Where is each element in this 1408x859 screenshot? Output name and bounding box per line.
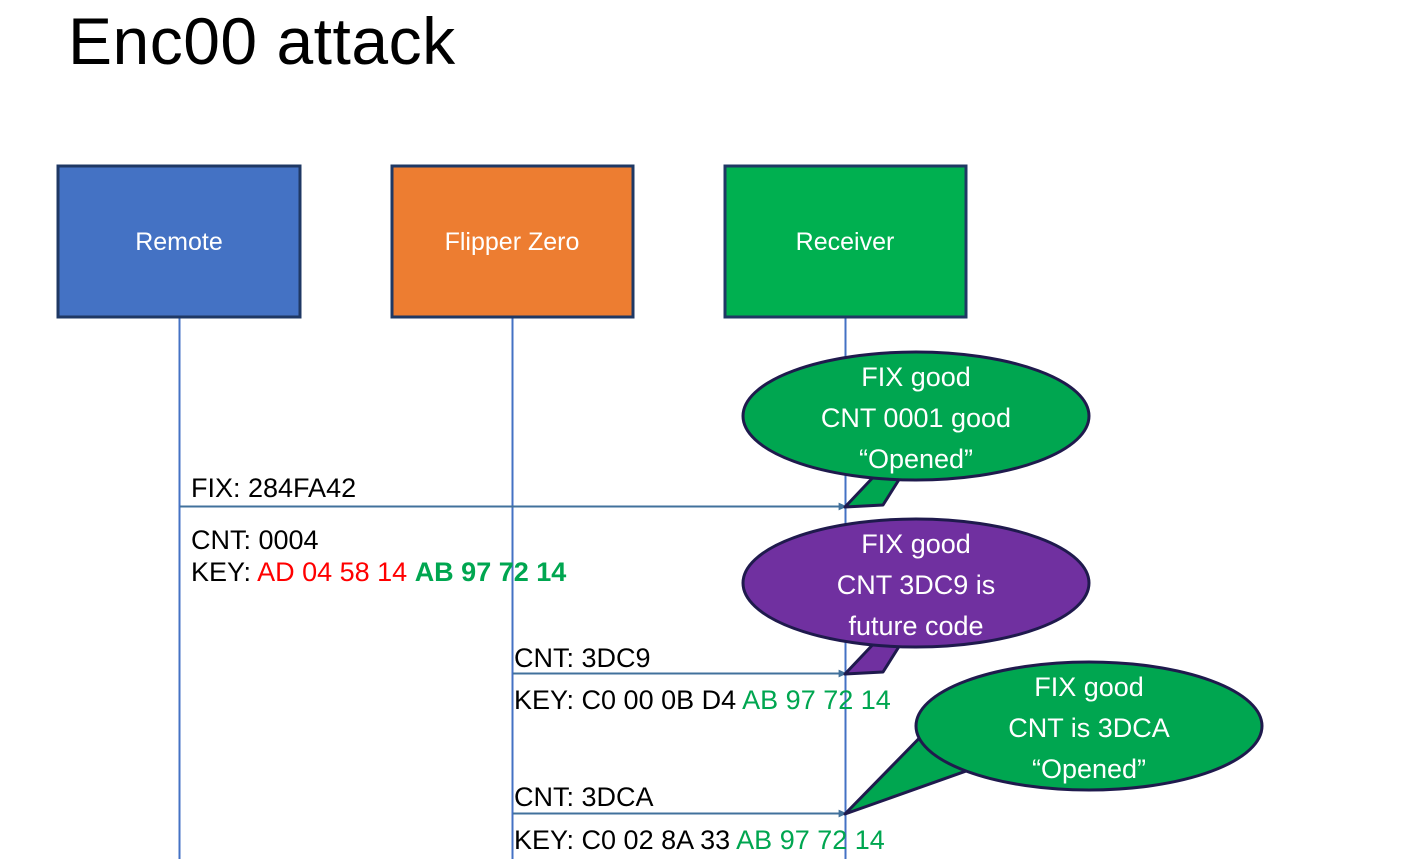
bubble-line-3: “Opened” xyxy=(859,444,973,474)
key-prefix: KEY: xyxy=(191,557,257,587)
key-red-bytes: AD 04 58 14 xyxy=(257,557,407,587)
actor-flipper-zero-label: Flipper Zero xyxy=(445,228,580,256)
page-title: Enc00 attack xyxy=(68,4,456,78)
bubble-line-2: CNT 0001 good xyxy=(821,403,1011,433)
bubble-line-2: CNT 3DC9 is xyxy=(837,570,996,600)
bubble-line-1: FIX good xyxy=(861,529,971,559)
callout-bubble-receiver-3: FIX good CNT is 3DCA “Opened” xyxy=(843,660,1264,816)
message-1-key-label: KEY: AD 04 58 14 AB 97 72 14 xyxy=(191,557,566,587)
callout-bubble-receiver-1: FIX good CNT 0001 good “Opened” xyxy=(741,350,1091,509)
message-3-key-label: KEY: C0 02 8A 33 AB 97 72 14 xyxy=(514,825,885,855)
callout-bubble-receiver-2: FIX good CNT 3DC9 is future code xyxy=(741,517,1091,676)
actor-remote[interactable]: Remote xyxy=(56,164,302,319)
message-1-cnt-label: CNT: 0004 xyxy=(191,525,319,555)
actor-receiver[interactable]: Receiver xyxy=(723,164,968,319)
actor-remote-label: Remote xyxy=(135,228,223,256)
key-green-bytes: AB 97 72 14 xyxy=(415,557,567,587)
bubble-line-3: future code xyxy=(848,611,983,641)
bubble-line-1: FIX good xyxy=(861,362,971,392)
bubble-body xyxy=(741,517,1091,649)
key-green-bytes: AB 97 72 14 xyxy=(736,825,885,855)
bubble-line-2: CNT is 3DCA xyxy=(1008,713,1170,743)
message-2-cnt-label: CNT: 3DC9 xyxy=(514,643,651,673)
key-prefix: KEY: C0 02 8A 33 xyxy=(514,825,736,855)
message-3-cnt-label: CNT: 3DCA xyxy=(514,782,654,812)
bubble-line-1: FIX good xyxy=(1034,672,1144,702)
message-1-fix-label: FIX: 284FA42 xyxy=(191,473,356,503)
actor-receiver-label: Receiver xyxy=(796,228,895,256)
key-prefix: KEY: C0 00 0B D4 xyxy=(514,685,742,715)
bubble-body xyxy=(914,660,1264,792)
actor-flipper-zero[interactable]: Flipper Zero xyxy=(390,164,635,319)
bubble-body xyxy=(741,350,1091,482)
bubble-line-3: “Opened” xyxy=(1032,754,1146,784)
key-green-bytes: AB 97 72 14 xyxy=(742,685,891,715)
message-2-key-label: KEY: C0 00 0B D4 AB 97 72 14 xyxy=(514,685,891,715)
